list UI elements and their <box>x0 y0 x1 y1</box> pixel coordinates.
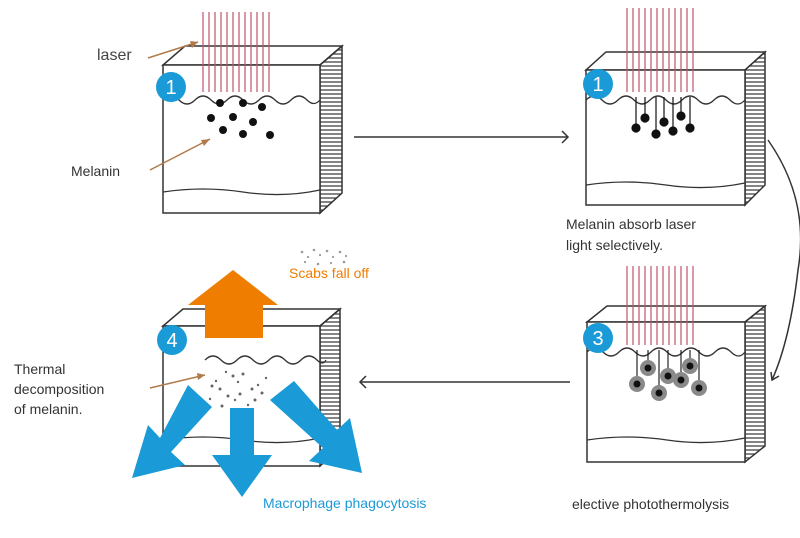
process-arrow-2-to-3 <box>767 139 800 382</box>
step-3-laser-beams <box>626 266 694 345</box>
macrophage-arrow-right <box>270 381 362 473</box>
macrophage-arrow-down <box>212 408 272 497</box>
step-1-badge: 1 <box>156 72 186 102</box>
process-arrow-1-to-2 <box>354 130 570 144</box>
step-4-badge: 4 <box>157 325 187 355</box>
step-2-absorbing-melanin <box>631 97 695 139</box>
macrophage-arrows <box>132 381 362 497</box>
thermal-label-line-1: Thermal <box>14 361 66 377</box>
step-2-badge: 1 <box>583 69 613 99</box>
step-2-skin-block <box>584 50 767 207</box>
scabs-up-arrow <box>188 270 278 338</box>
step-3-heated-melanin <box>629 350 707 401</box>
thermal-pointer-line <box>149 373 206 389</box>
step-3-skin-block <box>584 304 768 464</box>
step-1-number: 1 <box>165 77 176 99</box>
step-2-number: 1 <box>592 74 603 96</box>
step-3-number: 3 <box>592 328 603 350</box>
laser-pointer-line <box>147 41 199 59</box>
scabs-speckle <box>300 248 348 266</box>
step-1-laser-beams <box>202 12 270 92</box>
melanin-label: Melanin <box>71 163 121 179</box>
step-4-decomposed-melanin <box>208 370 268 408</box>
photothermolysis-label: elective photothermolysis <box>572 496 730 512</box>
step-4-number: 4 <box>166 330 177 352</box>
macrophage-label: Macrophage phagocytosis <box>263 495 427 511</box>
thermal-label-line-3: of melanin. <box>14 401 83 417</box>
laser-label: laser <box>97 47 132 64</box>
thermal-label-line-2: decomposition <box>14 381 105 397</box>
step-2-laser-beams <box>626 8 694 92</box>
melanin-pointer-line <box>149 138 211 171</box>
macrophage-arrow-left <box>132 385 212 478</box>
step-1-skin-block <box>160 44 345 215</box>
process-arrow-3-to-4 <box>358 375 570 389</box>
melanin-absorb-line-1: Melanin absorb laser <box>566 216 696 232</box>
step-1-melanin-dots <box>207 99 274 139</box>
step-3-badge: 3 <box>583 323 613 353</box>
melanin-absorb-line-2: light selectively. <box>566 237 664 253</box>
scabs-fall-off-label: Scabs fall off <box>289 265 369 281</box>
